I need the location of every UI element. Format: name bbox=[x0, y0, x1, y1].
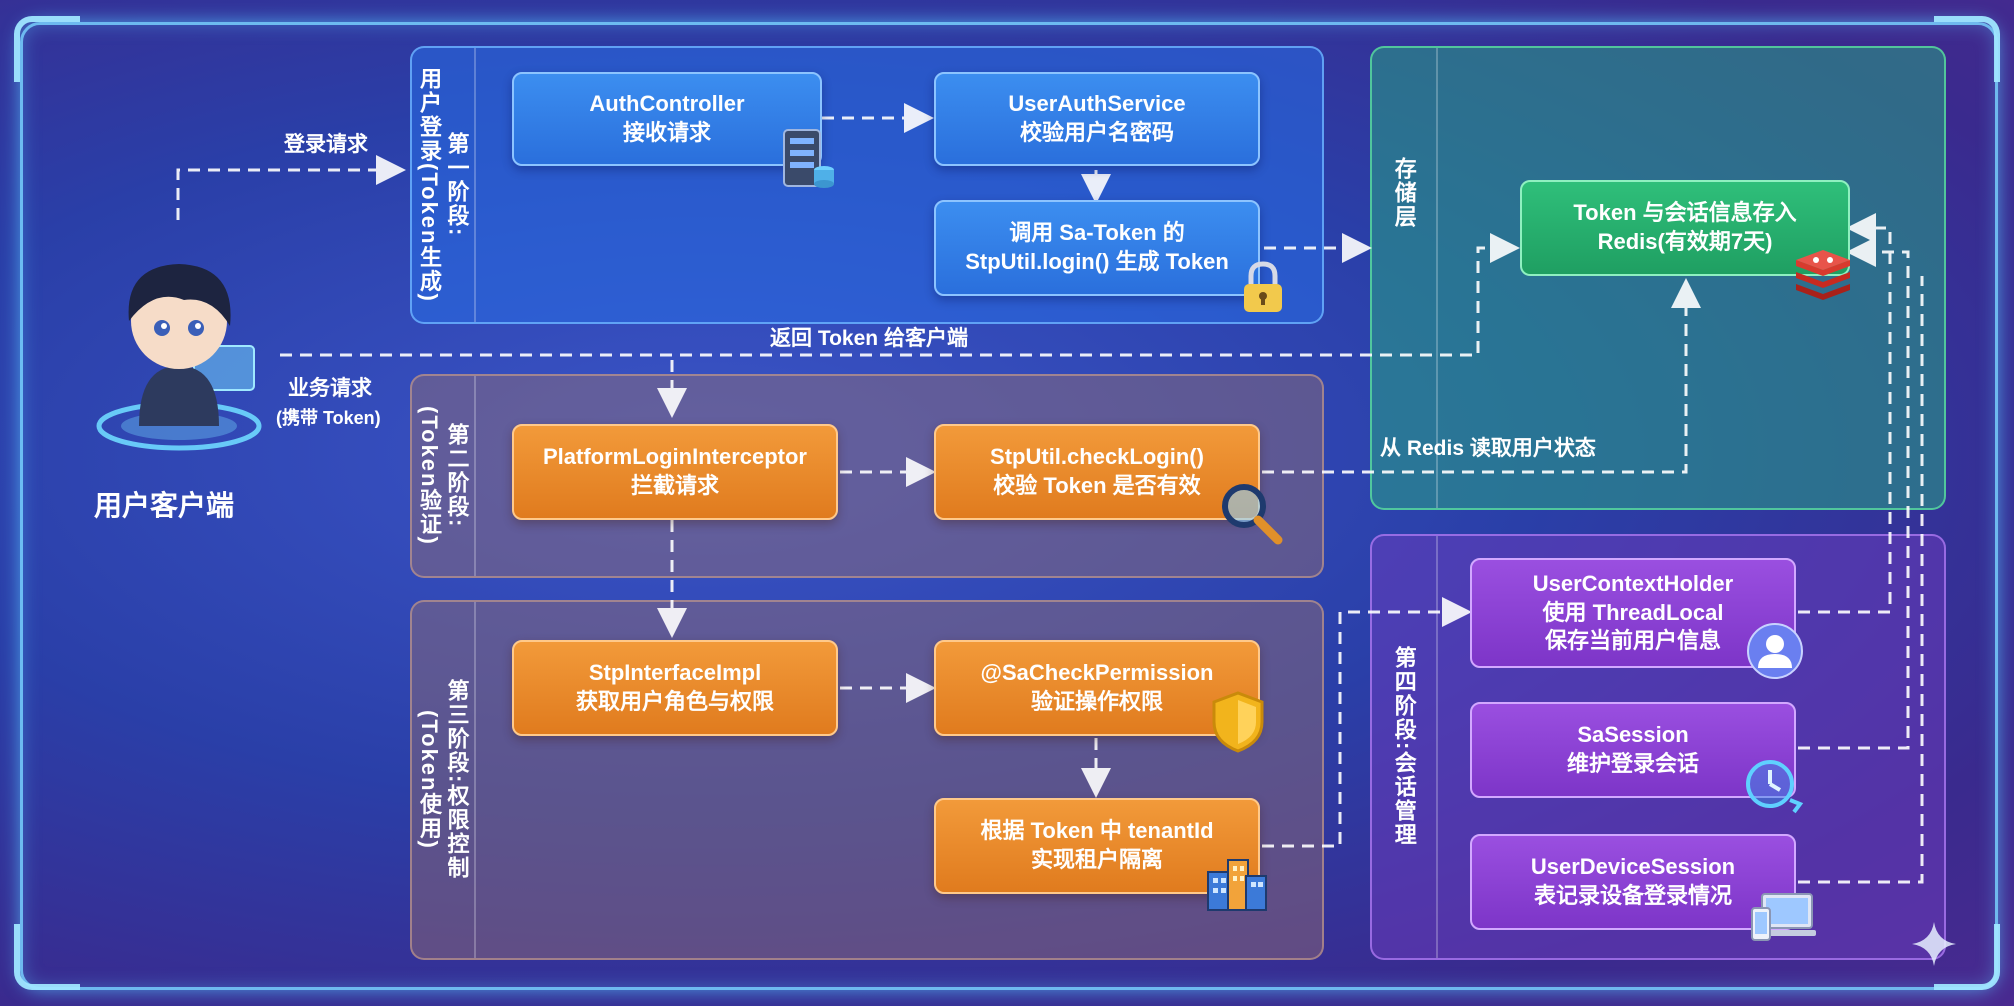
building-icon bbox=[1204, 856, 1270, 912]
read-redis-label: 从 Redis 读取用户状态 bbox=[1380, 437, 1596, 460]
frame-corner-br bbox=[1934, 924, 2000, 990]
check-to-redis-line bbox=[1262, 278, 1701, 474]
devices-icon bbox=[1750, 890, 1816, 944]
client-avatar-icon bbox=[84, 226, 274, 456]
sparkle-icon bbox=[1910, 920, 1958, 968]
business-request-label: 业务请求 bbox=[288, 377, 372, 400]
frame-corner-tr bbox=[1934, 16, 2000, 82]
lock-icon bbox=[1240, 260, 1286, 316]
login-request-label: 登录请求 bbox=[284, 133, 368, 156]
stage2-label: 第二阶段:(Token验证) bbox=[417, 406, 470, 546]
context-to-redis-line bbox=[1798, 213, 1892, 614]
login-request-line bbox=[176, 155, 406, 220]
device-to-redis-line bbox=[1798, 276, 1924, 884]
stage1-label: 第一阶段:用户登录(Token生成) bbox=[417, 67, 470, 303]
frame-corner-bl bbox=[14, 924, 80, 990]
user-profile-icon bbox=[1746, 622, 1804, 680]
frame-corner-tl bbox=[14, 16, 80, 82]
client-label: 用户客户端 bbox=[94, 490, 235, 521]
shield-icon bbox=[1210, 690, 1266, 754]
server-icon bbox=[780, 126, 836, 192]
outer-frame bbox=[20, 22, 1998, 990]
clock-refresh-icon bbox=[1742, 754, 1804, 814]
tenant-to-context-line bbox=[1262, 597, 1472, 848]
business-request-note: (携带 Token) bbox=[276, 408, 381, 428]
return-token-label: 返回 Token 给客户端 bbox=[770, 327, 968, 350]
stage3-label: 第三阶段:权限控制(Token使用) bbox=[417, 679, 470, 881]
redis-icon bbox=[1790, 244, 1856, 300]
check-login-node: StpUtil.checkLogin()校验 Token 是否有效 bbox=[934, 424, 1260, 520]
storage-label: 存储层 bbox=[1391, 157, 1417, 229]
magnifier-icon bbox=[1218, 480, 1284, 546]
stage4-label: 第四阶段:会话管理 bbox=[1391, 646, 1417, 848]
return-token-line bbox=[280, 233, 1520, 357]
